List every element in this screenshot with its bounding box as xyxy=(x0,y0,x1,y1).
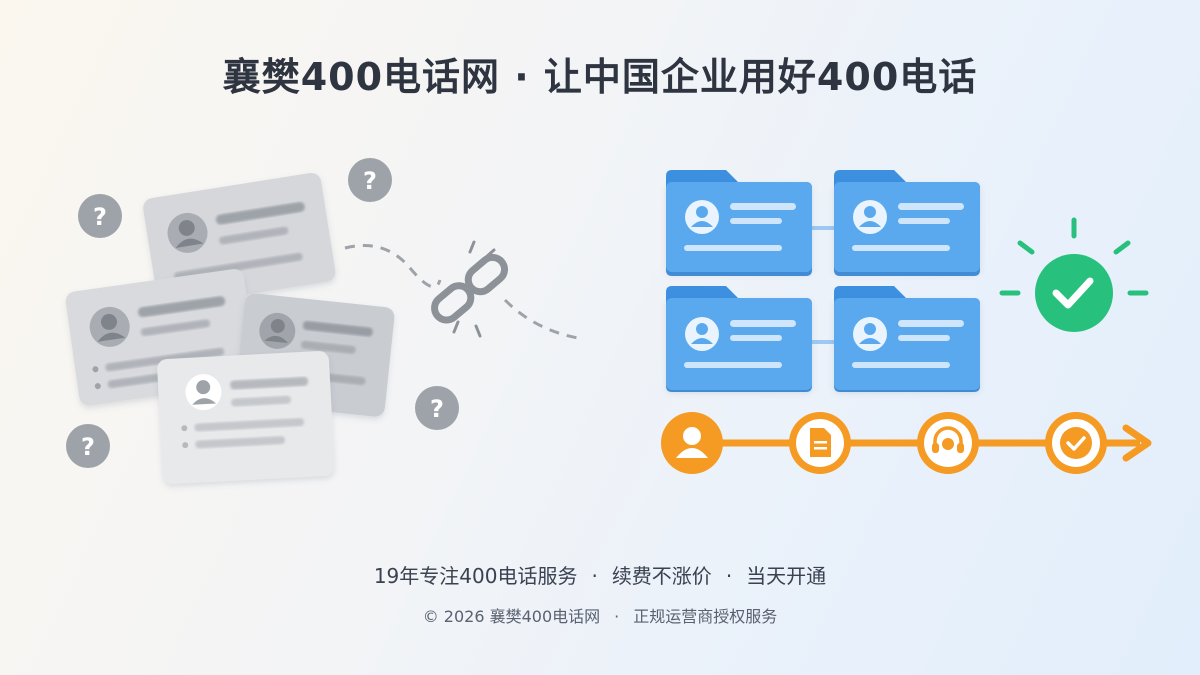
check-circle-icon xyxy=(999,217,1149,332)
left-chaotic-cards: ? ? ? ? xyxy=(65,158,579,484)
document-icon xyxy=(789,412,851,474)
headset-icon xyxy=(917,412,979,474)
broken-link-icon xyxy=(344,240,579,340)
tagline-item-experience: 19年专注400电话服务 xyxy=(373,564,578,588)
footer-copyright: © 2026 襄樊400电话网 xyxy=(422,607,601,626)
folder-icon xyxy=(666,170,812,276)
page-title: 襄樊400电话网 · 让中国企业用好400电话 xyxy=(222,55,978,99)
question-mark-icon: ? xyxy=(78,194,122,238)
footer-authorization: 正规运营商授权服务 xyxy=(633,607,778,626)
folder-icon xyxy=(834,170,980,276)
question-mark-icon: ? xyxy=(66,424,110,468)
right-organized-panel xyxy=(661,170,1152,474)
tagline-item-renewal: 续费不涨价 xyxy=(611,564,712,588)
question-mark-icon: ? xyxy=(348,158,392,202)
tagline-separator: · xyxy=(591,564,598,588)
svg-text:?: ? xyxy=(430,395,444,423)
tagline-separator: · xyxy=(725,564,733,588)
arrow-right-icon xyxy=(1122,424,1152,462)
folder-icon xyxy=(834,286,980,392)
contact-card-icon xyxy=(143,172,336,307)
svg-text:?: ? xyxy=(363,167,377,195)
process-flow xyxy=(661,412,1152,474)
question-mark-icon: ? xyxy=(415,386,459,430)
svg-text:?: ? xyxy=(81,433,95,461)
check-icon xyxy=(1045,412,1107,474)
folder-icon xyxy=(666,286,812,392)
footer: © 2026 襄樊400电话网 · 正规运营商授权服务 xyxy=(0,603,1200,627)
svg-text:?: ? xyxy=(93,203,107,231)
tagline-item-activation: 当天开通 xyxy=(746,564,827,588)
footer-separator: · xyxy=(614,607,620,626)
contact-card-icon xyxy=(157,351,335,484)
user-icon xyxy=(661,412,723,474)
tagline: 19年专注400电话服务 · 续费不涨价 · 当天开通 xyxy=(0,560,1200,589)
